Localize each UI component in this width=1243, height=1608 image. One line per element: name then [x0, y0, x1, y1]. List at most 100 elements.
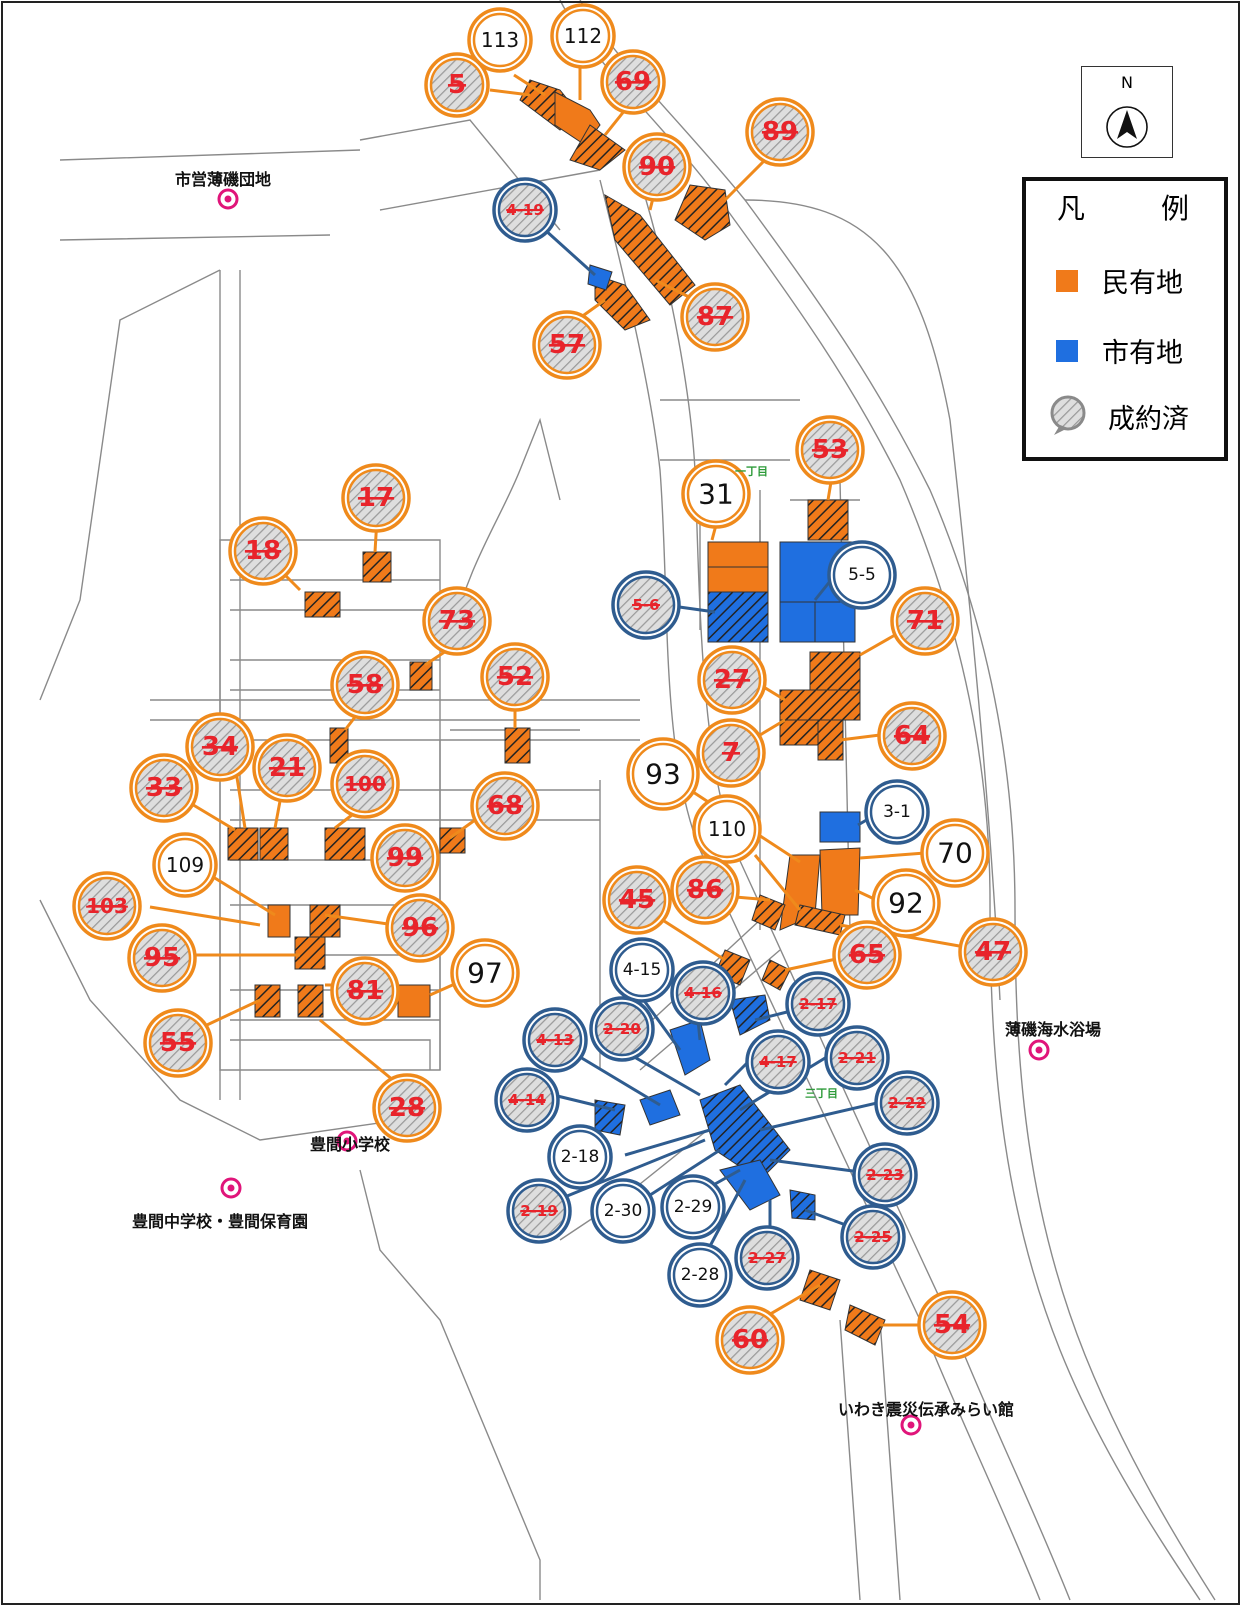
- city-land-swatch: [1056, 339, 1078, 362]
- lot-marker-87[interactable]: 87: [680, 282, 750, 352]
- lot-marker-113[interactable]: 113: [467, 7, 533, 73]
- parcel: [362, 551, 392, 583]
- lot-marker-34[interactable]: 34: [185, 712, 255, 782]
- legend-item-city: 市有地: [1056, 331, 1183, 370]
- lot-marker-4-13[interactable]: 4-13: [522, 1007, 588, 1073]
- legend-title: 凡 例: [1056, 192, 1213, 225]
- marker-disc: [876, 873, 936, 933]
- marker-disc: [595, 1183, 651, 1239]
- marker-disc: [869, 784, 925, 840]
- lot-marker-18[interactable]: 18: [228, 516, 298, 586]
- landmark-label-toyoma-junior-high: 豊間中学校・豊間保育園: [132, 1212, 309, 1231]
- lot-number-label: 2-28: [681, 1265, 720, 1285]
- lot-marker-71[interactable]: 71: [890, 586, 960, 656]
- lot-marker-52[interactable]: 52: [480, 642, 550, 712]
- lot-marker-97[interactable]: 97: [450, 938, 520, 1008]
- lot-marker-110[interactable]: 110: [692, 794, 762, 864]
- parcel: [751, 894, 786, 931]
- circle-marker-icon: [336, 1130, 358, 1152]
- lot-number-label: 92: [888, 887, 924, 920]
- lot-marker-2-19[interactable]: 2-19: [506, 1178, 572, 1244]
- lot-marker-53[interactable]: 53: [795, 415, 865, 485]
- marker-disc: [672, 1247, 728, 1303]
- lot-marker-28[interactable]: 28: [372, 1073, 442, 1143]
- parcel: [297, 984, 324, 1018]
- parcel: [699, 1084, 791, 1181]
- lot-marker-68[interactable]: 68: [470, 771, 540, 841]
- lot-marker-95[interactable]: 95: [127, 923, 197, 993]
- parcel: [707, 541, 769, 568]
- lot-marker-2-30[interactable]: 2-30: [590, 1178, 656, 1244]
- lot-marker-27[interactable]: 27: [697, 645, 767, 715]
- lot-number-label: 113: [481, 28, 519, 52]
- sold-balloon-icon: [1050, 395, 1086, 435]
- lot-marker-7[interactable]: 7: [696, 718, 766, 788]
- lot-marker-4-14[interactable]: 4-14: [494, 1067, 560, 1133]
- lot-marker-47[interactable]: 47: [958, 917, 1028, 987]
- lot-marker-21[interactable]: 21: [252, 733, 322, 803]
- lot-marker-90[interactable]: 90: [622, 132, 692, 202]
- lot-marker-55[interactable]: 55: [143, 1008, 213, 1078]
- lot-marker-93[interactable]: 93: [626, 737, 700, 811]
- lot-marker-45[interactable]: 45: [602, 865, 672, 935]
- lot-marker-2-20[interactable]: 2-20: [589, 996, 655, 1062]
- lot-marker-96[interactable]: 96: [385, 893, 455, 963]
- lot-number-label: 5-5: [848, 565, 876, 585]
- lot-marker-4-17[interactable]: 4-17: [745, 1029, 811, 1095]
- lot-marker-2-27[interactable]: 2-27: [734, 1225, 800, 1291]
- lot-marker-3-1[interactable]: 3-1: [864, 779, 930, 845]
- lot-marker-112[interactable]: 112: [550, 3, 616, 69]
- marker-disc: [157, 837, 213, 893]
- lot-marker-5-5[interactable]: 5-5: [827, 540, 897, 610]
- lot-marker-2-29[interactable]: 2-29: [660, 1174, 726, 1240]
- lot-marker-31[interactable]: 31: [681, 459, 751, 529]
- lot-marker-2-23[interactable]: 2-23: [852, 1142, 918, 1208]
- marker-disc: [665, 1179, 721, 1235]
- parcel: [309, 904, 341, 938]
- lot-marker-60[interactable]: 60: [715, 1305, 785, 1375]
- lot-marker-4-15[interactable]: 4-15: [609, 937, 675, 1003]
- lot-marker-99[interactable]: 99: [370, 823, 440, 893]
- parcel: [674, 184, 731, 241]
- lot-marker-58[interactable]: 58: [330, 650, 400, 720]
- legend-label: 民有地: [1102, 268, 1183, 299]
- lot-marker-92[interactable]: 92: [871, 868, 941, 938]
- lot-number-label: 110: [708, 817, 746, 841]
- parcel: [814, 601, 856, 643]
- lot-marker-69[interactable]: 69: [600, 49, 666, 115]
- lot-number-label: 4-15: [623, 960, 662, 980]
- lot-marker-5[interactable]: 5: [424, 52, 490, 118]
- lot-number-label: 109: [166, 853, 204, 877]
- lot-marker-4-19[interactable]: 4-19: [492, 177, 558, 243]
- lot-marker-2-25[interactable]: 2-25: [840, 1204, 906, 1270]
- lot-marker-2-28[interactable]: 2-28: [667, 1242, 733, 1308]
- parcel: [504, 727, 531, 764]
- lot-marker-2-22[interactable]: 2-22: [874, 1070, 940, 1136]
- parcel: [817, 719, 844, 761]
- lot-marker-64[interactable]: 64: [877, 701, 947, 771]
- lot-marker-57[interactable]: 57: [532, 310, 602, 380]
- lot-marker-4-16[interactable]: 4-16: [670, 960, 736, 1026]
- lot-marker-2-21[interactable]: 2-21: [824, 1025, 890, 1091]
- lot-marker-65[interactable]: 65: [832, 920, 902, 990]
- lot-marker-54[interactable]: 54: [917, 1290, 987, 1360]
- legend-item-private: 民有地: [1056, 261, 1183, 300]
- marker-disc: [552, 1129, 608, 1185]
- parcel: [569, 124, 626, 171]
- lot-marker-70[interactable]: 70: [920, 818, 990, 888]
- lot-marker-103[interactable]: 103: [72, 871, 142, 941]
- lot-marker-73[interactable]: 73: [422, 586, 492, 656]
- lot-marker-5-6[interactable]: 5-6: [611, 570, 681, 640]
- lot-marker-81[interactable]: 81: [330, 956, 400, 1026]
- lot-marker-109[interactable]: 109: [152, 832, 218, 898]
- legend-label: 市有地: [1102, 338, 1183, 369]
- lot-marker-17[interactable]: 17: [341, 463, 411, 533]
- lot-marker-33[interactable]: 33: [129, 753, 199, 823]
- lot-marker-86[interactable]: 86: [670, 855, 740, 925]
- lot-marker-2-17[interactable]: 2-17: [785, 971, 851, 1037]
- parcel: [779, 719, 821, 746]
- lot-marker-2-18[interactable]: 2-18: [547, 1124, 613, 1190]
- lot-marker-100[interactable]: 100: [330, 749, 400, 819]
- lot-marker-89[interactable]: 89: [745, 97, 815, 167]
